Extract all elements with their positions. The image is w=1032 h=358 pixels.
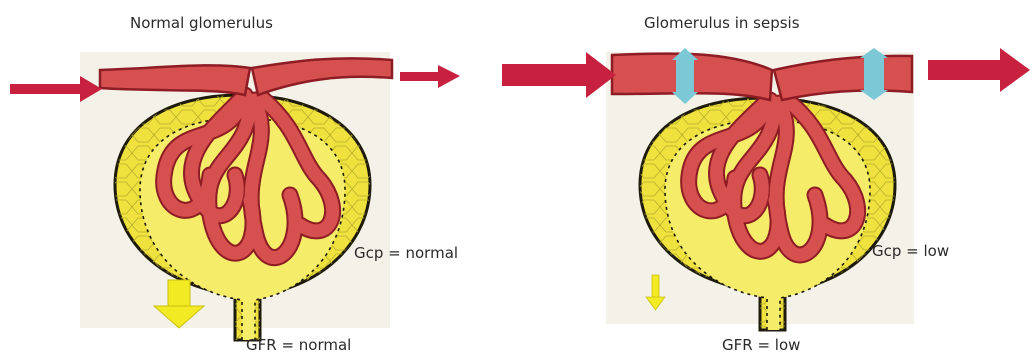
inflow-arrow-sepsis [502, 52, 616, 98]
constriction-marker-efferent [860, 48, 888, 100]
panel-sepsis-title: Glomerulus in sepsis [644, 14, 800, 32]
outflow-arrow-normal [400, 65, 460, 88]
gfr-label-normal: GFR = normal [246, 336, 351, 354]
gcp-label-normal: Gcp = normal [354, 244, 458, 262]
gfr-label-sepsis: GFR = low [722, 336, 800, 354]
panel-normal [10, 52, 460, 340]
panel-sepsis [502, 48, 1030, 330]
gcp-label-sepsis: Gcp = low [872, 242, 949, 260]
panel-normal-title: Normal glomerulus [130, 14, 273, 32]
outflow-arrow-sepsis [928, 48, 1030, 92]
